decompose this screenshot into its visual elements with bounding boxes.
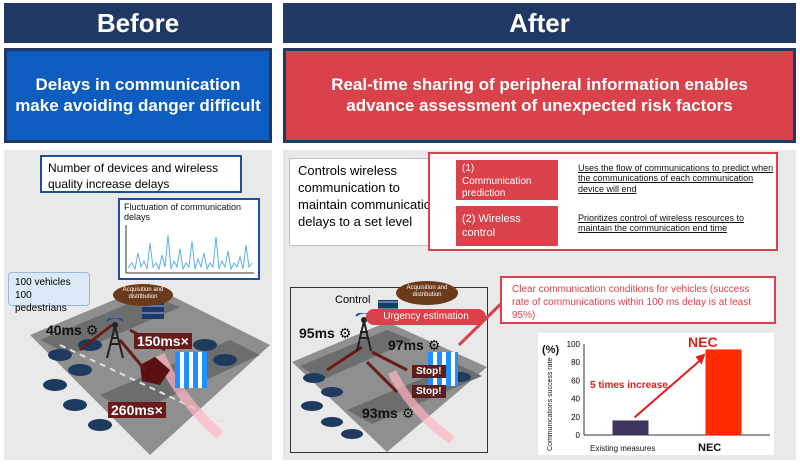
stop-sign-1: Stop! (412, 365, 446, 378)
after-delay-95: 95ms ⚙ (299, 325, 352, 341)
clock-icon: ⚙ (401, 405, 415, 421)
communication-prediction-desc: Uses the flow of communications to predi… (578, 163, 774, 194)
before-fluctuation-callout: Fluctuation of communication delays (118, 198, 260, 280)
after-delay-97: 97ms ⚙ (388, 337, 441, 353)
before-delay-150: 150ms× (134, 333, 192, 349)
chart-x-label-right: NEC (698, 442, 721, 454)
clock-icon: ⚙ (85, 322, 99, 338)
after-acq-badge: Acquisition and distribution (396, 281, 458, 305)
wireless-control-box: (2) Wireless control (456, 206, 558, 246)
before-building-icon (175, 352, 207, 388)
chart-increase-arrow (633, 356, 705, 419)
clock-icon: ⚙ (427, 337, 441, 353)
before-antenna-icon (106, 318, 124, 358)
before-title: Delays in communication make avoiding da… (4, 48, 272, 143)
clock-icon: ⚙ (338, 325, 352, 341)
chart-bar-nec (705, 349, 742, 435)
after-control-label: Control (335, 294, 371, 306)
chart-top-label: NEC (688, 334, 718, 350)
chart-y-tick: 20 (571, 413, 580, 422)
before-title-text: Delays in communication make avoiding da… (15, 75, 261, 115)
after-title: Real-time sharing of peripheral informat… (283, 48, 796, 143)
clear-conditions-box: Clear communication conditions for vehic… (500, 276, 776, 324)
chart-y-tick: 60 (571, 376, 580, 385)
before-delay-260: 260ms× (108, 402, 166, 418)
communication-prediction-box: (1) Communication prediction (456, 160, 558, 200)
before-delay-40: 40ms ⚙ (46, 322, 99, 338)
chart-y-tick: 80 (571, 358, 580, 367)
after-title-text: Real-time sharing of peripheral informat… (331, 75, 748, 115)
before-acq-badge: Acquisition and distribution (113, 284, 173, 306)
chart-x-label-left: Existing measures (590, 444, 655, 453)
chart-annotation: 5 times increase (590, 380, 668, 391)
before-callout-devices-text: Number of devices and wireless quality i… (48, 161, 219, 192)
after-header: After (283, 3, 796, 43)
after-delay-93: 93ms ⚙ (362, 405, 415, 421)
success-rate-chart: (%) Communications success rate 5 times … (538, 333, 774, 455)
before-vehicles-box: 100 vehicles 100 pedestrians (8, 272, 90, 314)
stop-sign-2: Stop! (412, 385, 446, 398)
success-rate-chart-svg: (%) Communications success rate 5 times … (542, 334, 770, 454)
chart-y-tick: 100 (567, 340, 581, 349)
chart-y-tick: 40 (571, 395, 580, 404)
before-fluctuation-chart (125, 224, 254, 274)
before-callout-devices: Number of devices and wireless quality i… (40, 155, 242, 193)
chart-y-unit: (%) (542, 344, 559, 356)
chart-bar-existing (612, 420, 649, 435)
before-fluctuation-title: Fluctuation of communication delays (124, 202, 242, 223)
chart-y-tick: 0 (576, 431, 581, 440)
after-controls-box: Controls wireless communication to maint… (289, 158, 454, 246)
chart-y-label: Communications success rate (547, 358, 554, 451)
urgency-estimation-badge: Urgency estimation (366, 309, 486, 325)
before-header: Before (4, 3, 272, 43)
chart-increase-arrowhead (695, 353, 706, 365)
wireless-control-desc: Prioritizes control of wireless resource… (578, 213, 745, 234)
